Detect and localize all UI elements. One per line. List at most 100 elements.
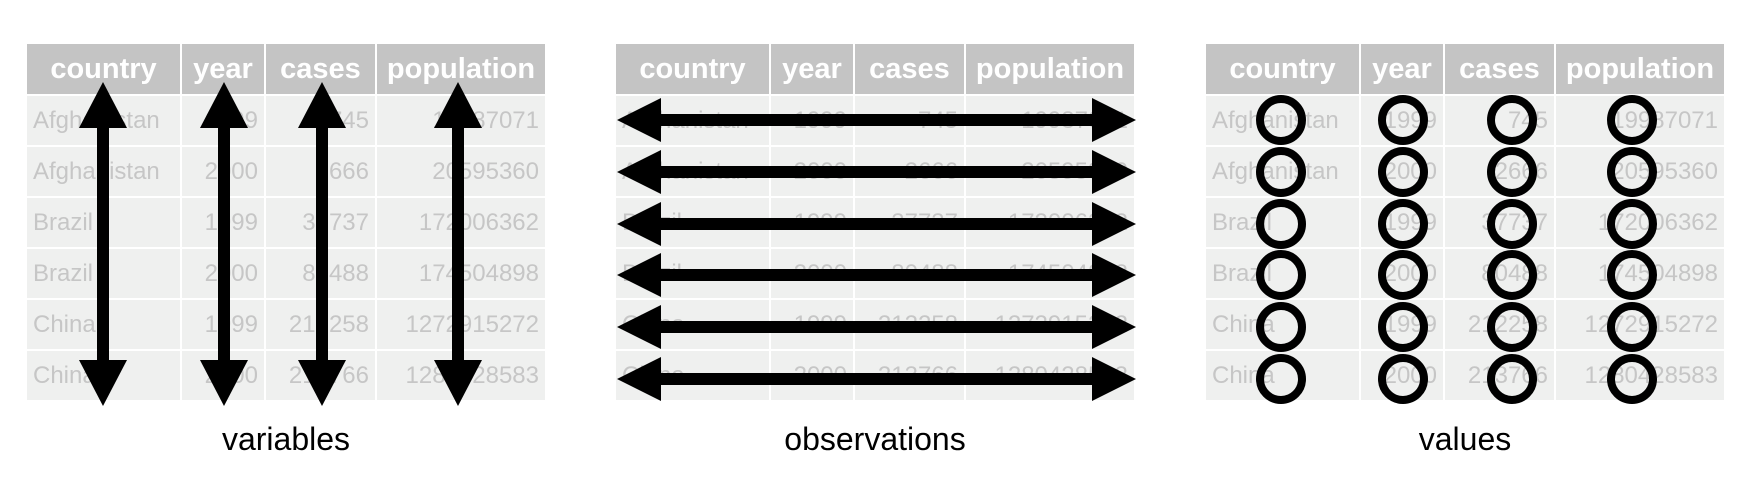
table-cell: 2000 bbox=[181, 145, 266, 197]
column-header: cases bbox=[265, 44, 377, 95]
table-cell: 2666 bbox=[854, 145, 966, 197]
table-cell: 1999 bbox=[770, 298, 855, 350]
table-cell: 1272915272 bbox=[965, 298, 1134, 350]
table-cell: 1999 bbox=[1360, 298, 1445, 350]
table-cell: 2000 bbox=[1360, 349, 1445, 400]
table-cell: 212258 bbox=[854, 298, 966, 350]
table-cell: 1999 bbox=[1360, 94, 1445, 146]
table-cell: 174504898 bbox=[965, 247, 1134, 299]
column-header: cases bbox=[854, 44, 966, 95]
table-cell: 2000 bbox=[1360, 247, 1445, 299]
caption-values: values bbox=[1418, 421, 1512, 457]
table-cell: 19987071 bbox=[965, 94, 1134, 146]
table-cell: 20595360 bbox=[1555, 145, 1724, 197]
table-cell: Afghanistan bbox=[27, 94, 182, 146]
column-header: country bbox=[27, 44, 182, 95]
table-cell: 1999 bbox=[770, 94, 855, 146]
table-cell: 745 bbox=[854, 94, 966, 146]
column-header: year bbox=[1360, 44, 1445, 95]
table-cell: 1999 bbox=[181, 94, 266, 146]
table-cell: 1999 bbox=[770, 196, 855, 248]
table-cell: 2666 bbox=[1444, 145, 1556, 197]
table-cell: 20595360 bbox=[376, 145, 545, 197]
column-header: year bbox=[770, 44, 855, 95]
table-cell: Afghanistan bbox=[616, 145, 771, 197]
table-cell: China bbox=[1206, 298, 1361, 350]
table-cell: Brazil bbox=[1206, 196, 1361, 248]
table-cell: 212258 bbox=[265, 298, 377, 350]
table-cell: 1999 bbox=[181, 298, 266, 350]
table-cell: Brazil bbox=[616, 247, 771, 299]
table-cell: 20595360 bbox=[965, 145, 1134, 197]
table-cell: Afghanistan bbox=[1206, 145, 1361, 197]
table-cell: China bbox=[616, 349, 771, 400]
table-cell: 2666 bbox=[265, 145, 377, 197]
table-cell: 1280428583 bbox=[965, 349, 1134, 400]
table-cell: 2000 bbox=[1360, 145, 1445, 197]
table-cell: 2000 bbox=[181, 349, 266, 400]
table-cell: China bbox=[1206, 349, 1361, 400]
table-cell: 174504898 bbox=[1555, 247, 1724, 299]
table-cell: 80488 bbox=[1444, 247, 1556, 299]
column-header: country bbox=[1206, 44, 1361, 95]
column-header: country bbox=[616, 44, 771, 95]
table-cell: 19987071 bbox=[376, 94, 545, 146]
table-cell: 213766 bbox=[1444, 349, 1556, 400]
table-cell: 2000 bbox=[181, 247, 266, 299]
table-cell: 745 bbox=[1444, 94, 1556, 146]
table-cell: 1999 bbox=[1360, 196, 1445, 248]
table-cell: 80488 bbox=[265, 247, 377, 299]
table-cell: Brazil bbox=[27, 196, 182, 248]
table-cell: Brazil bbox=[27, 247, 182, 299]
table-cell: 745 bbox=[265, 94, 377, 146]
table-cell: Afghanistan bbox=[616, 94, 771, 146]
table-cell: 213766 bbox=[854, 349, 966, 400]
table-cell: 2000 bbox=[770, 145, 855, 197]
table-cell: China bbox=[27, 349, 182, 400]
table-cell: Afghanistan bbox=[27, 145, 182, 197]
table-cell: 212258 bbox=[1444, 298, 1556, 350]
table-cell: 37737 bbox=[265, 196, 377, 248]
table-cell: Afghanistan bbox=[1206, 94, 1361, 146]
table-cell: Brazil bbox=[1206, 247, 1361, 299]
table-cell: 80488 bbox=[854, 247, 966, 299]
caption-variables: variables bbox=[221, 421, 351, 457]
column-header: population bbox=[965, 44, 1134, 95]
table-cell: 2000 bbox=[770, 349, 855, 400]
table-cell: 1272915272 bbox=[1555, 298, 1724, 350]
column-header: cases bbox=[1444, 44, 1556, 95]
table-cell: 19987071 bbox=[1555, 94, 1724, 146]
column-header: population bbox=[376, 44, 545, 95]
table-cell: 2000 bbox=[770, 247, 855, 299]
column-header: population bbox=[1555, 44, 1724, 95]
table-cell: 174504898 bbox=[376, 247, 545, 299]
table-cell: 172006362 bbox=[376, 196, 545, 248]
table-cell: Brazil bbox=[616, 196, 771, 248]
table-cell: 172006362 bbox=[965, 196, 1134, 248]
table-cell: 1272915272 bbox=[376, 298, 545, 350]
table-cell: 1280428583 bbox=[376, 349, 545, 400]
